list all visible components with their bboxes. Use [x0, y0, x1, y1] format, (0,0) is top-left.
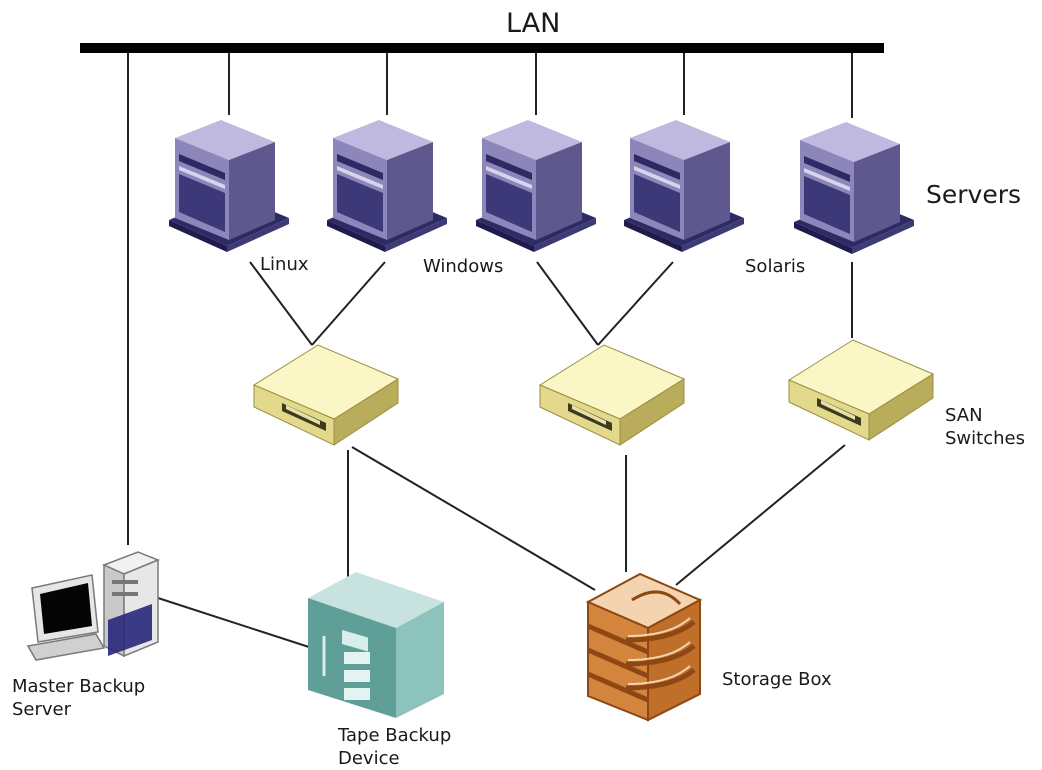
san-label-line1: SAN [945, 405, 983, 426]
server-windows-1 [476, 120, 596, 252]
master-label-line1: Master Backup [12, 676, 146, 697]
master-backup-server [26, 551, 160, 661]
tape-backup-device [308, 572, 444, 718]
san-switch-3 [788, 339, 934, 441]
os-label-solaris: Solaris [745, 256, 806, 277]
san-label-line2: Switches [945, 428, 1025, 449]
storage-box [585, 572, 703, 722]
storage-label: Storage Box [722, 669, 832, 690]
master-label-line2: Server [12, 699, 72, 720]
tape-label-line2: Device [338, 748, 400, 769]
os-label-windows: Windows [423, 256, 504, 277]
tape-label-line1: Tape Backup [338, 725, 452, 746]
lan-label: LAN [506, 8, 561, 39]
server-linux-1 [169, 120, 289, 252]
server-windows-2 [624, 120, 744, 252]
storage-links [157, 444, 846, 649]
san-switch-2 [539, 344, 685, 446]
os-label-linux: Linux [260, 254, 309, 275]
lan-bus [80, 43, 884, 53]
lan-connections [127, 53, 853, 545]
server-linux-2 [327, 120, 447, 252]
server-solaris [794, 122, 914, 254]
servers-label: Servers [926, 180, 1022, 209]
san-switch-1 [253, 344, 399, 446]
server-switch-links [249, 261, 853, 346]
